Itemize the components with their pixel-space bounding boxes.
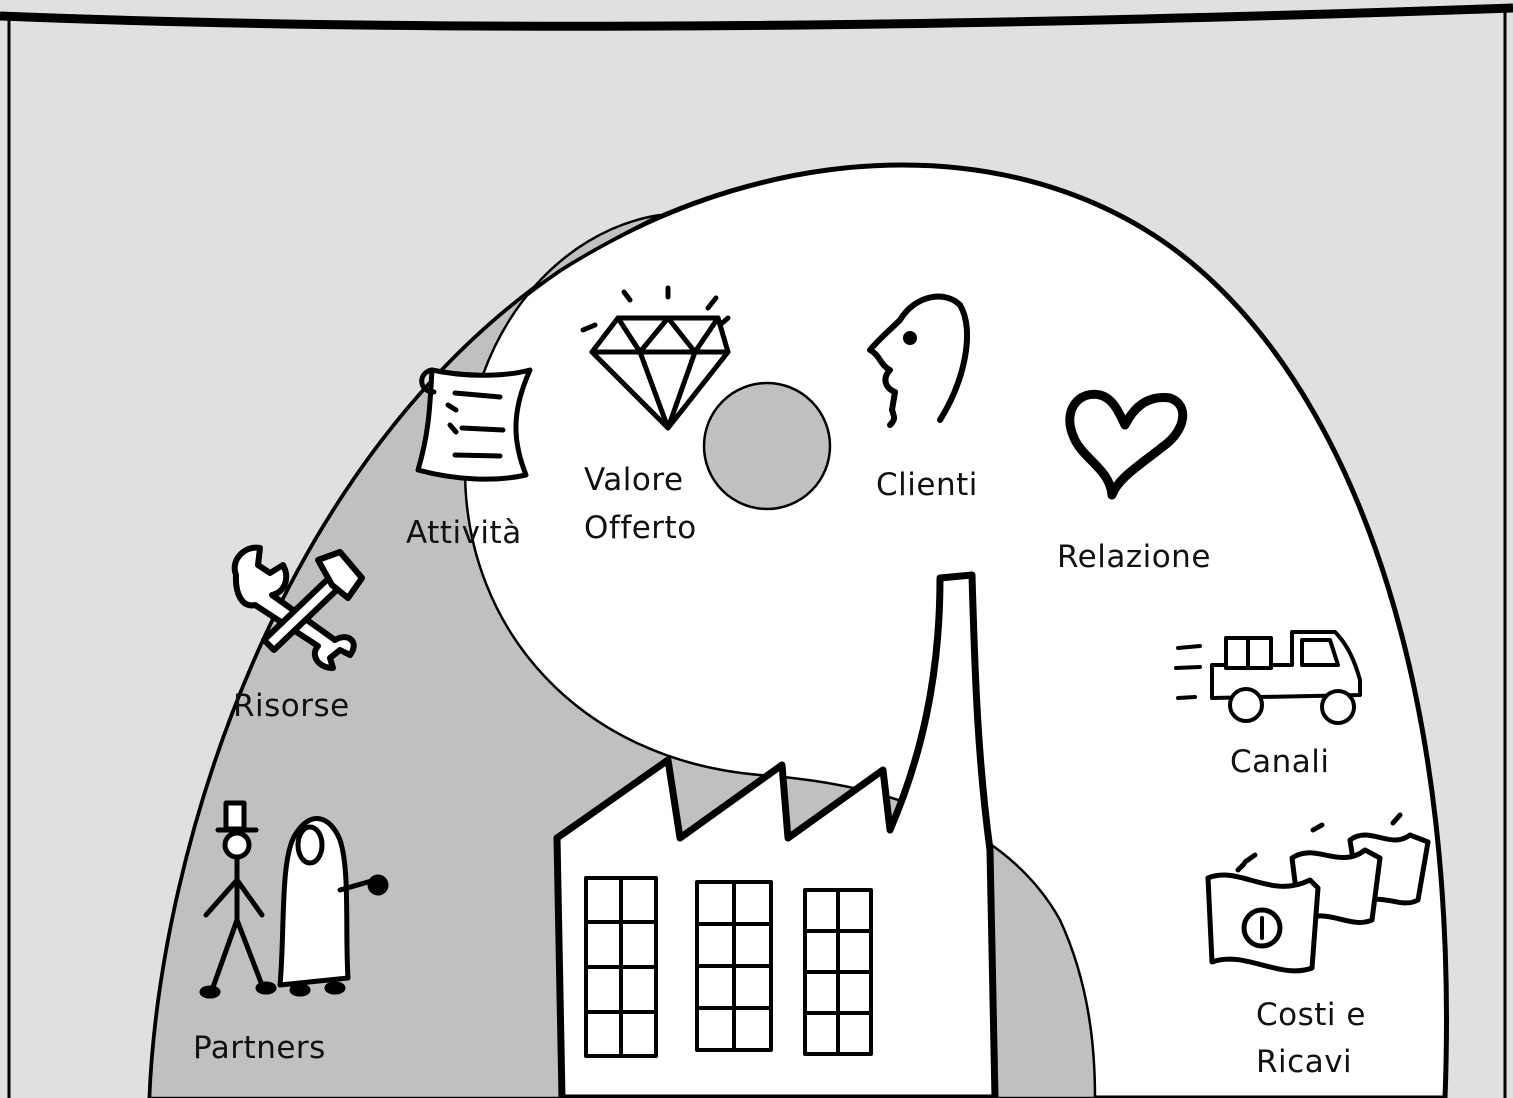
heart-icon bbox=[1065, 389, 1188, 500]
label-clienti: Clienti bbox=[876, 467, 978, 503]
label-valore-line2: Offerto bbox=[584, 510, 697, 546]
factory-icon bbox=[553, 571, 999, 1098]
face-profile-icon bbox=[867, 293, 971, 428]
label-relazione: Relazione bbox=[1057, 539, 1211, 575]
delivery-truck-icon bbox=[1174, 630, 1362, 725]
label-costi-line2: Ricavi bbox=[1256, 1044, 1352, 1080]
center-circle bbox=[702, 381, 832, 511]
money-bills-icon bbox=[1205, 812, 1431, 974]
frame-top-border bbox=[0, 3, 1513, 31]
label-risorse: Risorse bbox=[233, 688, 350, 724]
scroll-icon bbox=[415, 367, 533, 482]
wrench-hammer-icon bbox=[231, 544, 365, 671]
label-costi-line1: Costi e bbox=[1256, 997, 1366, 1033]
diamond-icon bbox=[580, 285, 731, 431]
label-partners: Partners bbox=[193, 1030, 326, 1066]
label-canali: Canali bbox=[1230, 744, 1330, 780]
label-valore-line1: Valore bbox=[584, 462, 684, 498]
label-attivita: Attività bbox=[406, 515, 522, 551]
bride-groom-icon bbox=[199, 800, 389, 999]
